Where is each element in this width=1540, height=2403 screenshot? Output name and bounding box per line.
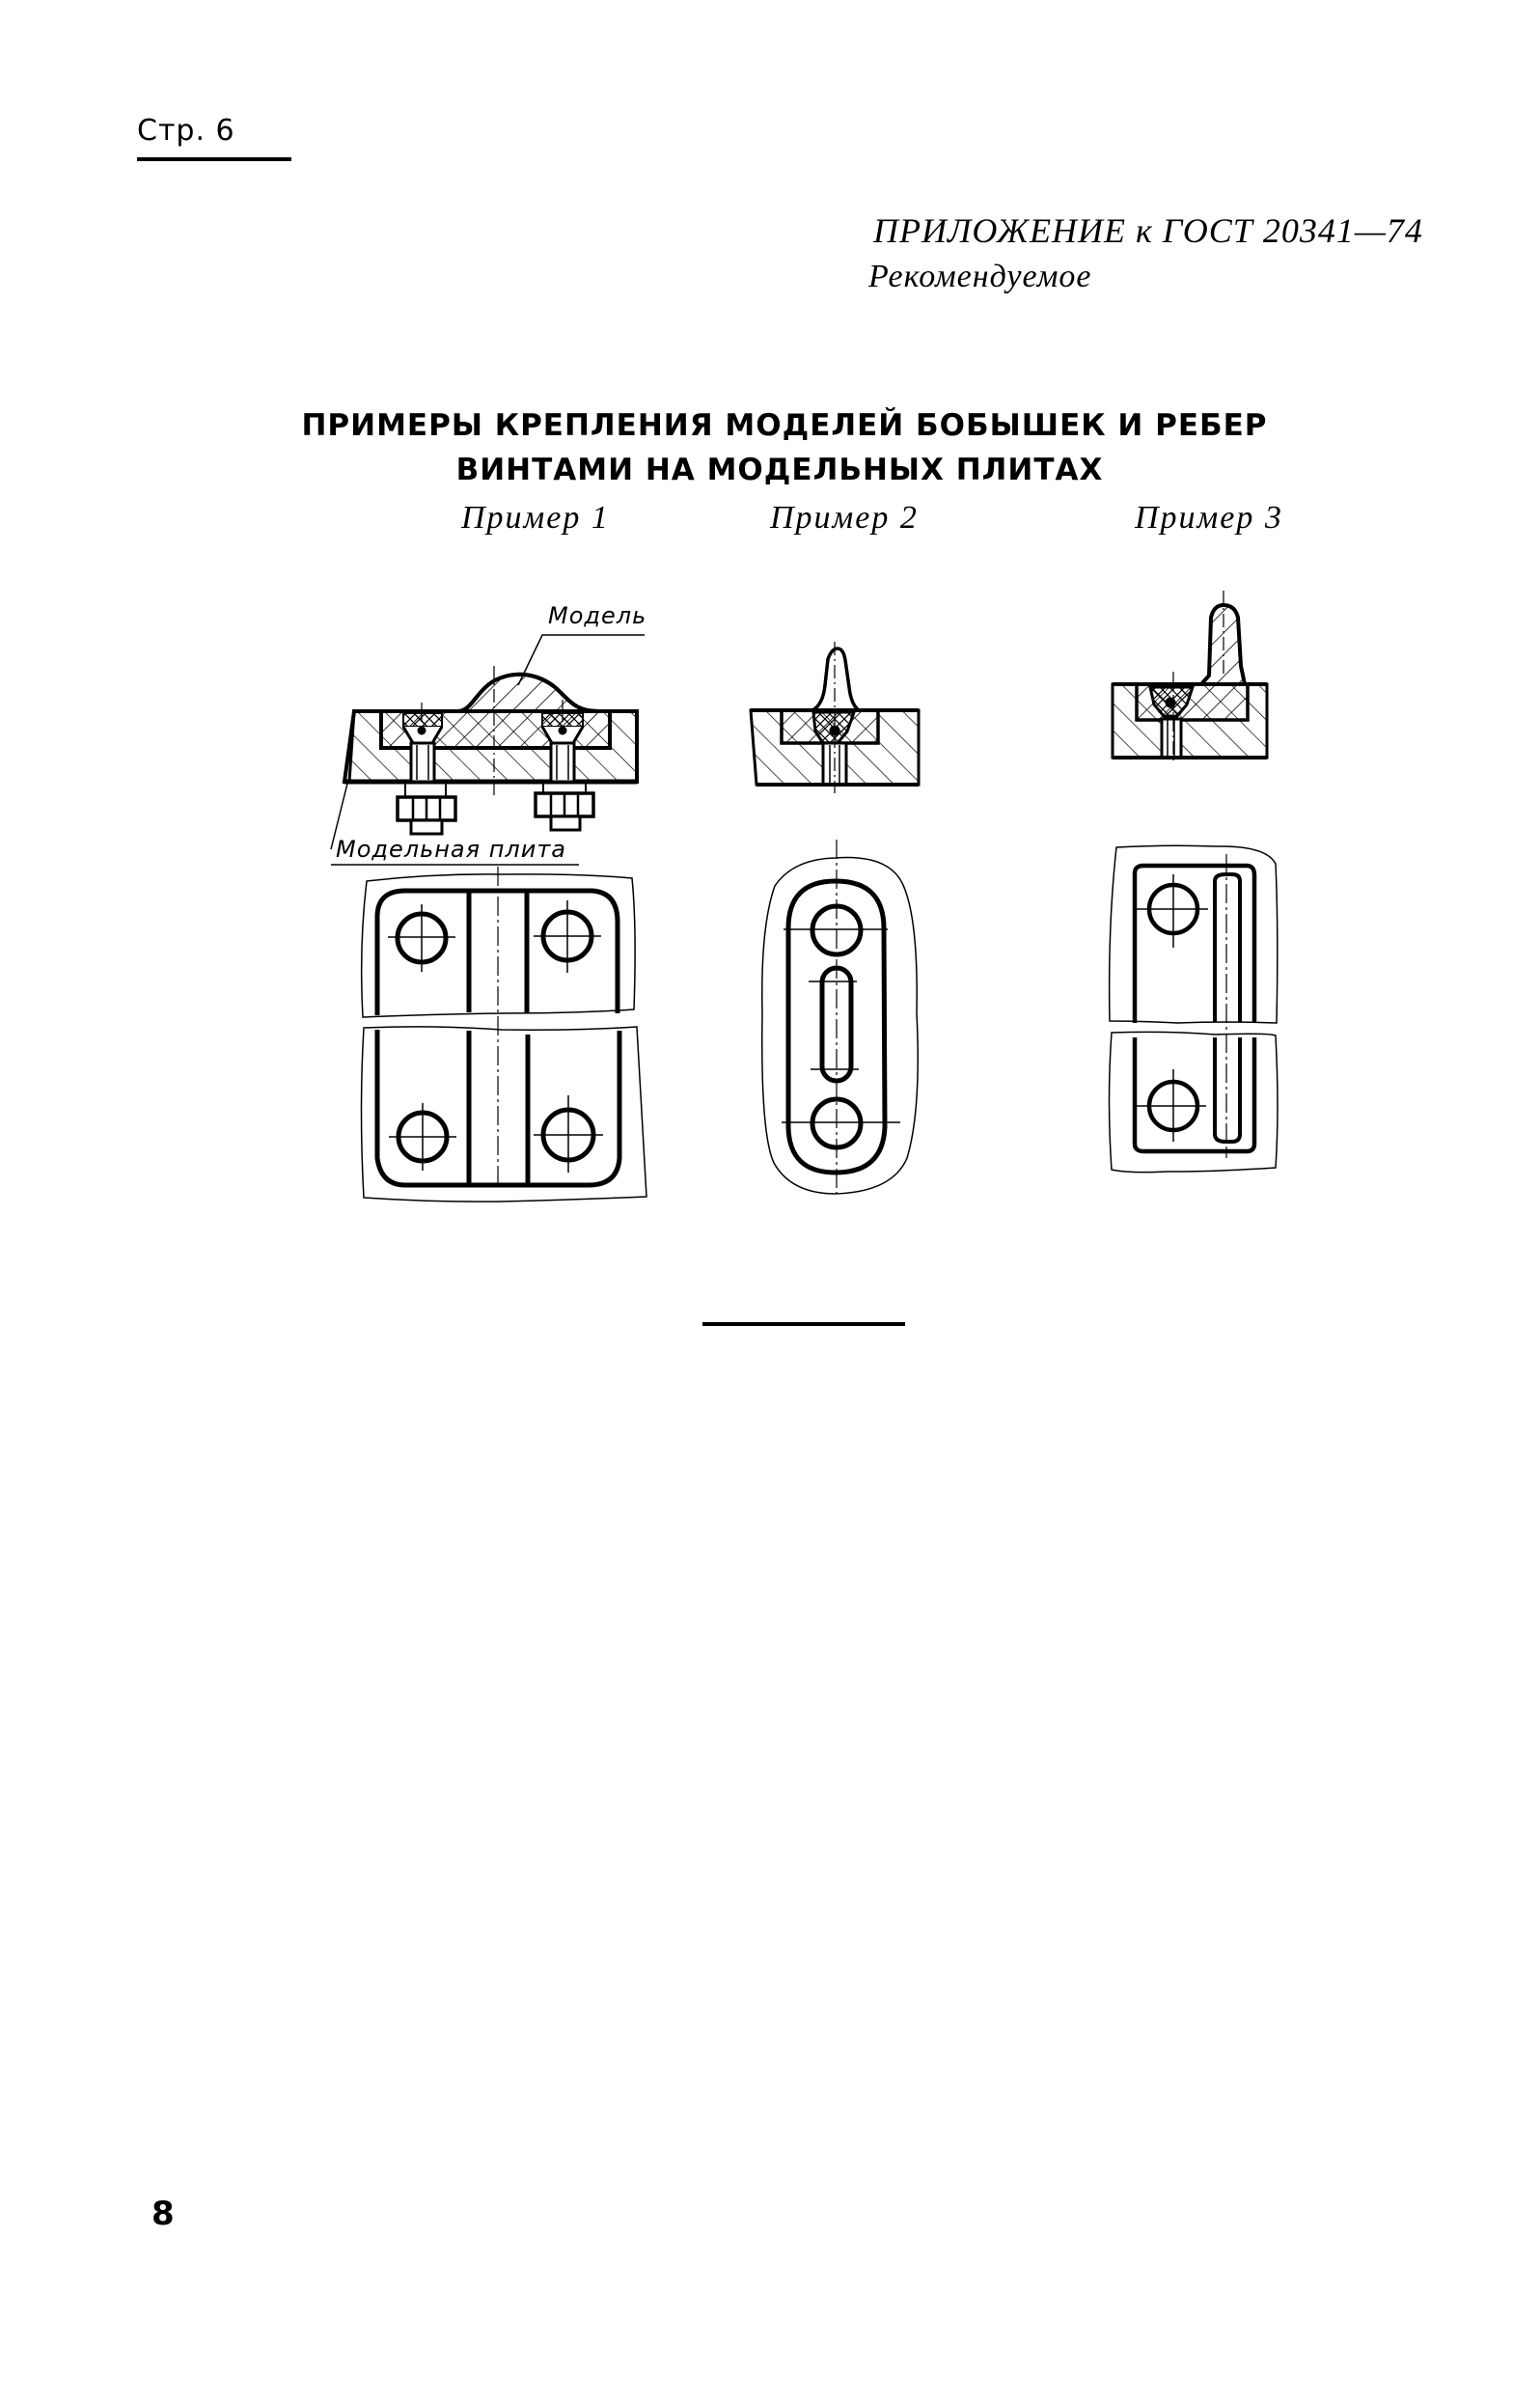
example-3-plan — [1108, 844, 1279, 1174]
example-1-plan — [360, 867, 647, 1202]
example-3-section — [1111, 591, 1269, 764]
example-2-plan — [761, 840, 919, 1195]
header-rule — [137, 157, 291, 161]
section-title-line1: ПРИМЕРЫ КРЕПЛЕНИЯ МОДЕЛЕЙ БОБЫШЕК И РЕБЕ… — [301, 408, 1268, 443]
end-rule — [702, 1322, 905, 1326]
annex-title: ПРИЛОЖЕНИЕ к ГОСТ 20341—74 — [873, 211, 1423, 250]
page-header: Стр. 6 — [137, 114, 235, 148]
technical-drawings — [330, 591, 1279, 1202]
example-2-section — [749, 642, 921, 793]
example-3-label: Пример 3 — [1135, 500, 1283, 536]
annex-status: Рекомендуемое — [868, 259, 1092, 294]
section-title-line2: ВИНТАМИ НА МОДЕЛЬНЫХ ПЛИТАХ — [455, 453, 1104, 487]
callout-model-plate: Модельная плита — [336, 836, 567, 863]
example-1-label: Пример 1 — [461, 500, 610, 536]
callout-model: Модель — [548, 602, 647, 629]
example-1-section — [330, 634, 645, 866]
example-2-label: Пример 2 — [770, 500, 919, 536]
page-number: 8 — [151, 2195, 175, 2233]
